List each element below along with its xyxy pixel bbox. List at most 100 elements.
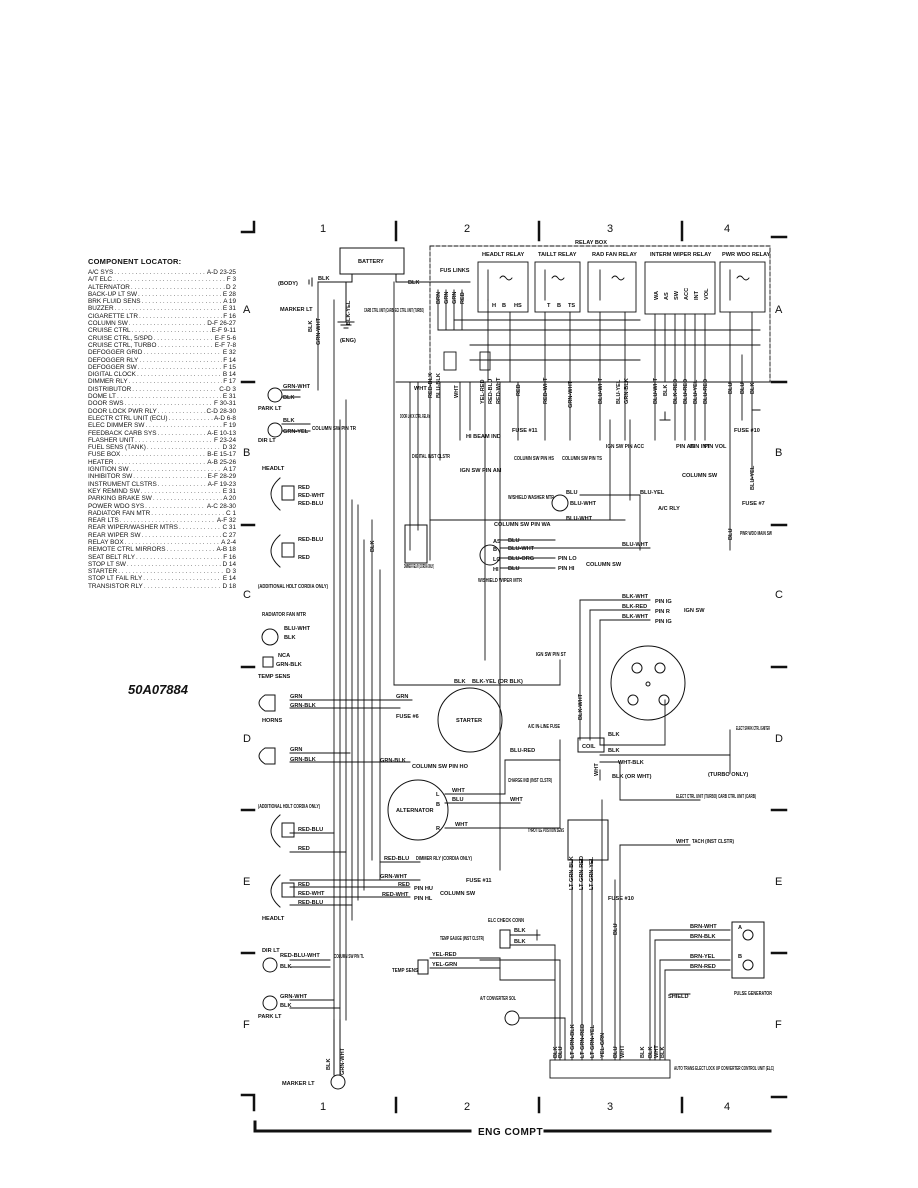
locator-component-name: DIMMER RLY (88, 378, 128, 386)
harness-wires (289, 281, 753, 1061)
locator-component-name: BRK FLUID SENS (88, 298, 141, 306)
wire-blu-alt: BLU (452, 797, 464, 803)
wire-grn-wht-park-2: GRN-WHT (280, 994, 308, 1000)
locator-grid-ref: E-F 5-6 (214, 334, 236, 342)
battery (308, 247, 431, 329)
wire-red-wht-headlt-1: RED-WHT (298, 493, 325, 499)
label-fuse-11-bottom: FUSE #11 (466, 878, 492, 884)
locator-grid-ref: D 18 (222, 582, 237, 590)
label-w-shield-wiper-mtr: W/SHIELD WIPER MTR (478, 578, 522, 584)
wire-yel-grn-elc: YEL-GRN (600, 1033, 606, 1058)
grid-row-f-left: F (243, 1019, 250, 1031)
locator-grid-ref: E 31 (222, 487, 236, 495)
locator-component-name: DISTRIBUTOR (88, 385, 132, 393)
locator-component-name: DOOR SWS (88, 400, 124, 408)
relay-box (429, 245, 771, 383)
wire-wht-coil: WHT (594, 763, 600, 776)
locator-component-name: TRANSISTOR RLY (88, 582, 143, 590)
grid-row-e-left: E (243, 876, 250, 888)
label-pulse-generator: PULSE GENERATOR (734, 991, 772, 997)
wire-wht-tach: WHT (676, 839, 689, 845)
wire-blk-elc-1: BLK (553, 1047, 559, 1059)
locator-row: STOP LT SWD 14 (88, 561, 236, 568)
locator-row: HEATERA-B 25-26 (88, 459, 236, 466)
locator-grid-ref: F 16 (223, 553, 236, 561)
wire-blu-wiper: BLU (508, 538, 520, 544)
locator-component-name: RADIATOR FAN MTR (88, 509, 151, 517)
wire-blu-fuse10: BLU (613, 924, 619, 936)
wire-blu-box-2: BLU (740, 383, 746, 395)
wire-lt-grn-blk-tps: LT GRN-BLK (569, 856, 575, 890)
wire-blu-wht-rad: BLU-WHT (284, 626, 311, 632)
wire-grn-wht-marker-bottom: GRN-WHT (340, 1047, 346, 1075)
auto-trans-elc-unit (549, 1059, 671, 1079)
locator-component-name: BUZZER (88, 305, 114, 313)
locator-row: REAR WIPER SWC 27 (88, 532, 236, 539)
wire-blk-wht-coil: BLK-WHT (578, 693, 584, 720)
locator-grid-ref: D-F 26-27 (207, 320, 236, 328)
pin-b-wiper: B (493, 547, 497, 553)
locator-row: CRUISE CTRL, TURBOE-F 7-8 (88, 342, 236, 349)
locator-grid-ref: A 19 (223, 298, 236, 306)
locator-row: A/T ELCF 3 (88, 276, 236, 283)
wire-blk-battery: BLK (408, 280, 420, 286)
pin-b-pulse: B (738, 954, 742, 960)
locator-row: POWER WDO SYSA-C 28-30 (88, 503, 236, 510)
wire-lt-grn-red-tps: LT GRN-RED (579, 856, 585, 890)
label-column-sw-interm: COLUMN SW (682, 473, 718, 479)
label-charge-ind: CHARGE IND (INST CLSTR) (508, 778, 552, 784)
label-rad-fan-relay: RAD FAN RELAY (592, 252, 637, 258)
locator-row: REAR WIPER/WASHER MTRSC 31 (88, 524, 236, 531)
locator-component-name: INHIBITOR SW (88, 473, 133, 481)
wire-grn-wht-park: GRN-WHT (283, 384, 311, 390)
locator-component-name: DEFOGGER SW (88, 363, 137, 371)
wire-blu-yel-box: BLU-YEL (616, 379, 622, 404)
wire-wht-elc-2: WHT (654, 1045, 660, 1058)
label-temp-sens-bottom: TEMP SENS (392, 968, 418, 974)
label-battery: BATTERY (358, 259, 384, 265)
locator-component-name: REAR LTS (88, 517, 119, 525)
locator-component-name: DOOR LOCK PWR RLY (88, 407, 157, 415)
label-pin-int: PIN INT (690, 444, 710, 450)
locator-row: DIGITAL CLOCKB 14 (88, 371, 236, 378)
label-fus-links: FUS LINKS (440, 268, 470, 274)
locator-component-name: BACK-UP LT SW (88, 290, 138, 298)
wire-blk-elc-3: BLK (648, 1047, 654, 1059)
grid-col-3-bottom: 3 (607, 1101, 613, 1113)
label-w-shield-washer-mtr: W/SHIELD WASHER MTR (508, 495, 554, 501)
locator-grid-ref: A-D 23-25 (206, 269, 236, 276)
label-park-lt-top: PARK LT (258, 406, 282, 412)
locator-component-name: POWER WDO SYS (88, 502, 145, 510)
wire-yel-red-box: YEL-RED (480, 379, 486, 404)
wire-wht-relay: WHT (414, 386, 427, 392)
label-ign-sw-pin-am: IGN SW PIN AM (460, 468, 502, 474)
grid-col-3-top: 3 (607, 223, 613, 235)
component-locator-list: A/C SYSA-D 23-25A/T ELCF 3ALTERNATORD 2B… (88, 269, 236, 590)
wire-grn-wht-box: GRN-WHT (568, 380, 574, 408)
label-pin-ig-2: PIN IG (655, 619, 672, 625)
wire-red-blu-box: RED-BLU (488, 379, 494, 404)
wire-wht-box: WHT (454, 385, 460, 398)
label-fuse-10-top: FUSE #10 (734, 428, 760, 434)
label-ign-sw: IGN SW (684, 608, 705, 614)
locator-grid-ref: E 14 (222, 575, 236, 583)
label-temp-sens-top: TEMP SENS (258, 674, 290, 680)
locator-grid-ref: A-F 19-23 (207, 480, 236, 488)
label-throttle-position-sens: THROTTLE POSITION SENS (528, 828, 564, 834)
locator-row: DEFOGGER GRIDE 32 (88, 349, 236, 356)
pin-wa: WA (654, 291, 660, 300)
locator-component-name: FUSE BOX (88, 451, 121, 459)
wire-blu-wht-box: BLU-WHT (598, 377, 604, 404)
locator-row: INSTRUMENT CLSTRSA-F 19-23 (88, 481, 236, 488)
locator-component-name: DEFOGGER RLY (88, 356, 139, 364)
label-headlt-relay: HEADLT RELAY (482, 252, 525, 258)
grid-row-b-right: B (775, 447, 782, 459)
label-column-sw-pin-ts: COLUMN SW PIN TS (562, 456, 602, 462)
wire-grn-horn: GRN (290, 694, 302, 700)
pin-vol: VOL (704, 288, 710, 300)
label-dir-lt-bottom: DIR LT (262, 948, 280, 954)
locator-component-name: COLUMN SW (88, 320, 128, 328)
label-pin-hu: PIN HU (414, 886, 433, 892)
wire-red-blu-headlt-2: RED-BLU (298, 537, 323, 543)
